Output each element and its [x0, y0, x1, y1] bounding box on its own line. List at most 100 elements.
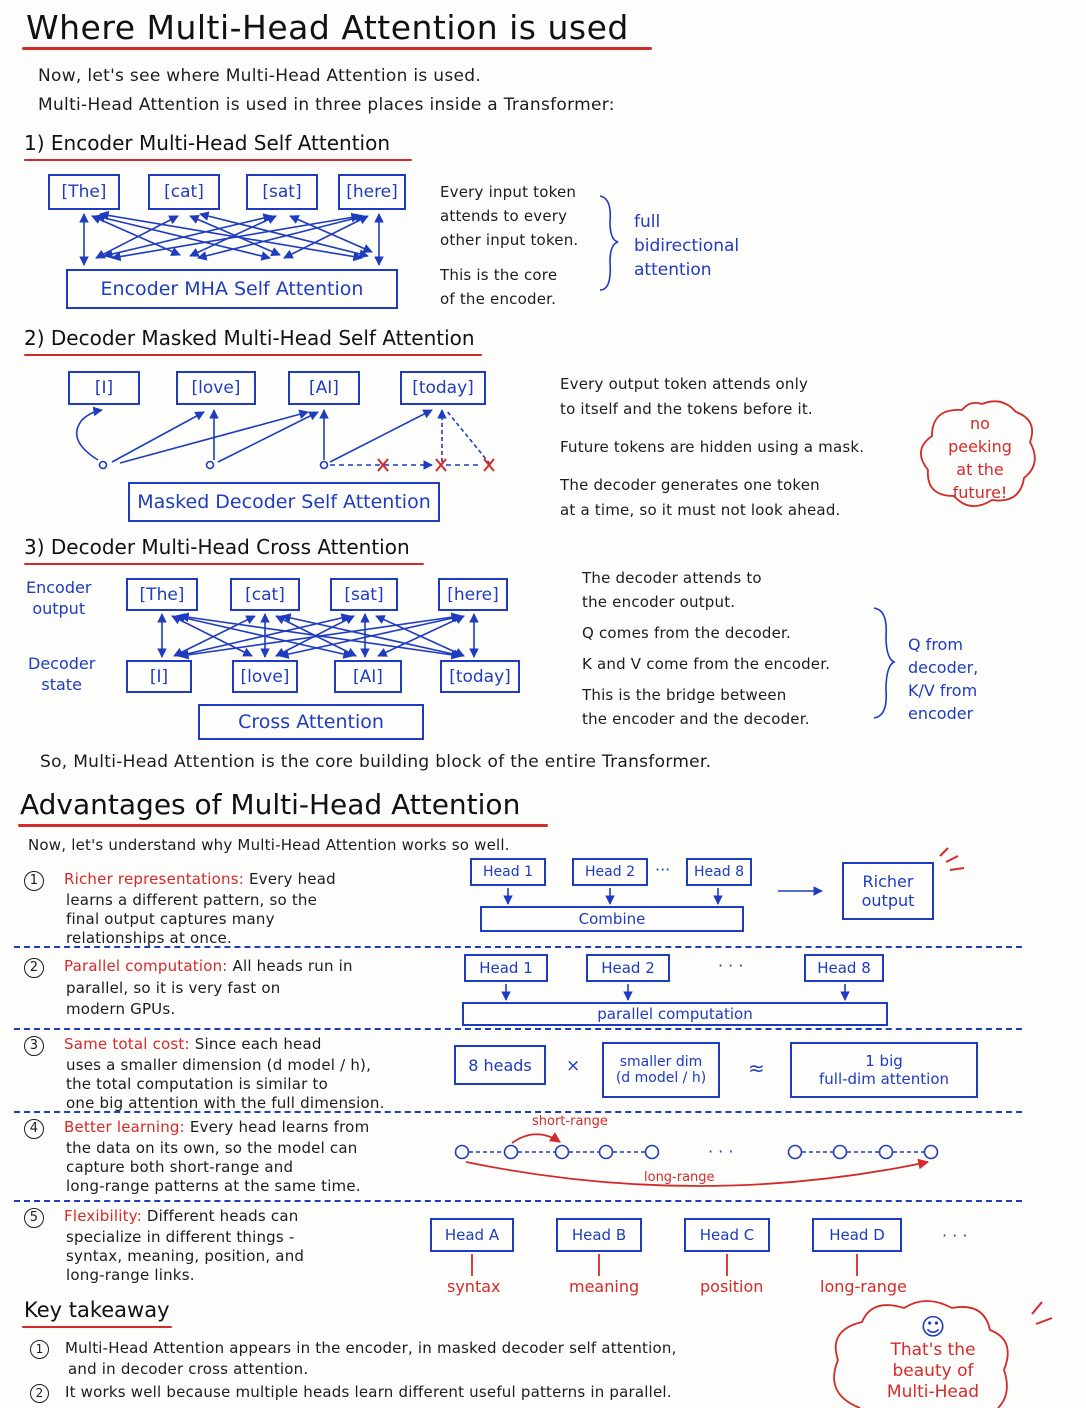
- label-line: Encoder: [26, 578, 92, 597]
- masked-decoder-block: Masked Decoder Self Attention: [128, 482, 440, 522]
- advantages-underline: [18, 824, 548, 827]
- item-line: relationships at once.: [66, 929, 232, 947]
- cross-attention-block: Cross Attention: [198, 704, 424, 740]
- d4-long-range: long-range: [644, 1170, 715, 1185]
- side-line: decoder,: [908, 658, 979, 677]
- cross-attention-arrows: [157, 612, 479, 660]
- item-line: long-range patterns at the same time.: [66, 1177, 361, 1195]
- note-line: Future tokens are hidden using a mask.: [560, 438, 865, 456]
- item-number-circle: 1: [30, 1340, 49, 1359]
- decoder-token-love: [love]: [176, 371, 256, 405]
- output-line: output: [861, 891, 915, 910]
- decoder-state-label: Decoder state: [28, 653, 95, 695]
- d5-dots: · · ·: [942, 1226, 968, 1245]
- mask-x-icons: [377, 458, 495, 472]
- d1-head-1: Head 1: [470, 858, 546, 886]
- item-line: uses a smaller dimension (d model / h),: [66, 1056, 372, 1074]
- note-line: K and V come from the encoder.: [582, 655, 831, 673]
- intro-line-2: Multi-Head Attention is used in three pl…: [38, 95, 615, 115]
- item-line: long-range links.: [66, 1266, 195, 1284]
- item-line: one big attention with the full dimensio…: [66, 1094, 385, 1112]
- encoder-output-label: Encoder output: [26, 577, 91, 619]
- section-2-notes: Every output token attends only to itsel…: [560, 372, 864, 523]
- key-line: Multi-Head Attention appears in the enco…: [65, 1339, 677, 1357]
- item-line: specialize in different things -: [66, 1228, 295, 1246]
- section-3-brace: [873, 607, 896, 719]
- encoder-token-sat: [sat]: [246, 174, 318, 210]
- encoder-token-cat: [cat]: [148, 174, 220, 210]
- note-line: to itself and the tokens before it.: [560, 400, 813, 418]
- item-line: learns a different pattern, so the: [66, 891, 318, 909]
- cross-dec-token-love: [love]: [232, 660, 298, 693]
- section-1-notes: Every input token attends to every other…: [440, 180, 578, 311]
- item-number-circle: 2: [24, 958, 44, 978]
- item-line: Every head: [248, 870, 336, 888]
- item-line: final output captures many: [66, 910, 275, 928]
- summary-line: So, Multi-Head Attention is the core bui…: [40, 752, 712, 772]
- cloud-line: Multi-Head: [886, 1382, 980, 1402]
- side-line: full: [634, 212, 661, 232]
- side-line: encoder: [908, 704, 974, 723]
- item-line: Since each head: [194, 1035, 322, 1053]
- title-underline: [22, 47, 652, 50]
- label-line: Decoder: [28, 654, 96, 673]
- key-item-1: 1 Multi-Head Attention appears in the enc…: [30, 1338, 677, 1379]
- item-line: modern GPUs.: [66, 1000, 176, 1018]
- note-line: Q comes from the decoder.: [582, 624, 791, 642]
- d2-head-2: Head 2: [586, 954, 670, 982]
- d4-token-chain: [454, 1144, 939, 1160]
- advantages-heading: Advantages of Multi-Head Attention: [20, 788, 521, 821]
- cross-enc-token-the: [The]: [126, 578, 198, 611]
- item-number-circle: 3: [24, 1036, 44, 1056]
- d5-label-meaning: meaning: [569, 1277, 640, 1296]
- d3-approx: ≈: [748, 1056, 765, 1080]
- key-takeaway-heading: Key takeaway: [24, 1298, 170, 1322]
- divider: [14, 946, 1022, 948]
- cloud-line: at the: [956, 460, 1004, 479]
- d1-head-2: Head 2: [572, 858, 648, 886]
- section-3-underline: [24, 563, 424, 565]
- decoder-token-ai: [AI]: [288, 371, 360, 405]
- note-line: Every input token: [440, 183, 577, 201]
- note-line: Every output token attends only: [560, 375, 809, 393]
- item-number-circle: 5: [24, 1208, 44, 1228]
- no-peeking-cloud-text: no peeking at the future!: [928, 412, 1032, 504]
- item-line: syntax, meaning, position, and: [66, 1247, 305, 1265]
- d2-head-8: Head 8: [804, 954, 884, 982]
- item-title: Parallel computation:: [64, 957, 228, 975]
- d1-head-8: Head 8: [686, 858, 752, 886]
- item-line: Different heads can: [146, 1207, 299, 1225]
- d4-dots: · · ·: [708, 1142, 734, 1161]
- cross-enc-token-sat: [sat]: [330, 578, 398, 611]
- cloud-line: That's the: [890, 1340, 976, 1360]
- cross-dec-token-ai: [AI]: [334, 660, 402, 693]
- divider: [14, 1111, 1022, 1113]
- item-title: Flexibility:: [64, 1207, 142, 1225]
- item-title: Better learning:: [64, 1118, 185, 1136]
- item-line: capture both short-range and: [66, 1158, 294, 1176]
- section-2-heading: 2) Decoder Masked Multi-Head Self Attent…: [24, 326, 475, 350]
- cloud-line: no: [970, 414, 990, 433]
- key-underline: [22, 1326, 172, 1328]
- d1-combine: Combine: [480, 906, 744, 932]
- d3-times: ×: [566, 1056, 581, 1076]
- cross-enc-token-here: [here]: [438, 578, 508, 611]
- item-number-circle: 2: [30, 1384, 49, 1403]
- page-title: Where Multi-Head Attention is used: [26, 8, 629, 47]
- d4-short-range: short-range: [532, 1114, 608, 1129]
- note-line: of the encoder.: [440, 290, 557, 308]
- note-line: The decoder generates one token: [560, 476, 820, 494]
- section-3-notes: The decoder attends to the encoder outpu…: [582, 566, 830, 731]
- section-1-heading: 1) Encoder Multi-Head Self Attention: [24, 131, 391, 155]
- beauty-cloud-text: ☺ That's the beauty of Multi-Head: [848, 1314, 1018, 1403]
- spark-icon: [1031, 1301, 1053, 1325]
- side-line: attention: [634, 260, 712, 280]
- decoder-token-today: [today]: [400, 371, 486, 405]
- encoder-token-here: [here]: [338, 174, 406, 210]
- note-line: at a time, so it must not look ahead.: [560, 501, 841, 519]
- d2-head-1: Head 1: [464, 954, 548, 982]
